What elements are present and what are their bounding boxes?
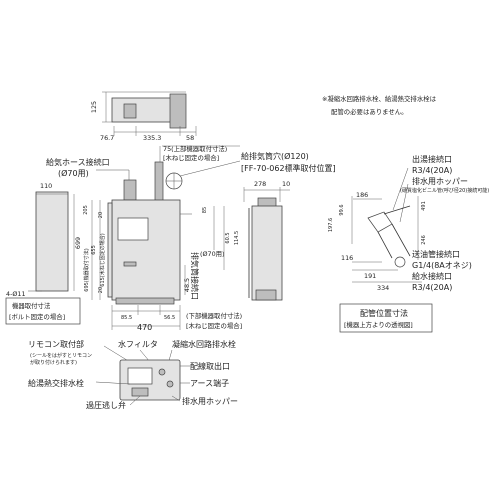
exhaust-flue-pipe (154, 161, 164, 203)
supply-air-hose-size: (Ø70用) (58, 168, 89, 178)
top-view-flue (169, 93, 187, 129)
exhaust-conn-label: 排気筒接続口 (190, 252, 200, 300)
side-view-body (251, 205, 283, 301)
water-in-label: 給水接続口 (412, 271, 452, 281)
front-dim-20-bot: 20 (98, 287, 104, 293)
earth-label: アース端子 (190, 378, 229, 388)
remote-note-1: (シールをはがすとリモコン (30, 352, 92, 359)
side-dim-10: 10 (282, 180, 290, 188)
front-dim-85-5: 85.5 (121, 315, 132, 321)
water-filter-label: 水フィルタ (118, 339, 158, 349)
bottom-view: リモコン取付部 (シールをはがすとリモコン が取り付けられます) 水フィルタ 凝… (28, 339, 238, 410)
condensate-drain-label: 凝縮水回路排水栓 (172, 339, 236, 349)
supply-air-hose-label: 給気ホース接続口 (46, 157, 110, 167)
side-dim-60-5: 60.5 (225, 232, 231, 243)
hopper-note: (硬質塩化ビニル管(呼び径20)接続可能) (400, 187, 489, 194)
pipe-dim-334: 334 (377, 284, 389, 292)
side-view: 278 10 85 60.5 114.5 (202, 180, 290, 301)
side-dim-278: 278 (254, 180, 266, 188)
front-view-bracket (107, 202, 113, 298)
top-view-hose (123, 103, 137, 119)
front-view-fitting (123, 261, 137, 267)
mount-holes-body (35, 191, 69, 292)
note-line-1: ※凝縮水回路排水栓、給湯熱交排水栓は (322, 94, 437, 103)
pipe-dim-491: 491 (421, 201, 427, 211)
front-dim-20-top: 20 (98, 212, 104, 218)
exhaust-hole-note: [FF-70-062標準取付位置] (241, 163, 336, 173)
front-view-bottom-pipes (115, 297, 175, 305)
pipe-dim-191: 191 (364, 272, 376, 280)
top-dim-125: 125 (90, 101, 98, 113)
mount-holes-label: 4-Ø11 (6, 290, 26, 298)
lower-mount-label-1: (下部機器取付寸法) (186, 311, 242, 320)
side-view-bottom (255, 289, 277, 301)
side-dim-114-5: 114.5 (234, 231, 240, 245)
exhaust-conn-size: (Ø70用) (200, 250, 225, 258)
pipe-sketch-joint (394, 256, 406, 268)
front-dim-615: 615(木ねじ固定の場合) (99, 233, 106, 286)
front-dim-655: 655 (91, 245, 97, 255)
piping-caption-2: [機器上方よりの透視図] (344, 320, 413, 329)
front-dim-56-5: 56.5 (164, 315, 175, 321)
hx-drain-label: 給湯熱交排水栓 (28, 378, 84, 388)
pipe-dim-186: 186 (356, 191, 368, 199)
oil-in-label: 送油管接続口 (412, 249, 460, 259)
lower-mount-label-2: [木ねじ固定の場合] (186, 321, 242, 330)
front-dim-110: 110 (40, 182, 52, 190)
hot-out-size: R3/4(20A) (412, 166, 452, 175)
top-dim-58: 58 (186, 134, 194, 142)
piping-caption-1: 配管位置寸法 (360, 308, 408, 318)
relief-valve-label: 過圧逃し弁 (86, 400, 126, 410)
bottom-view-valve (131, 387, 149, 397)
front-view-body (111, 199, 181, 301)
note-line-2: 配管の必要はありません。 (331, 107, 408, 116)
top-dim-335-3: 335.3 (143, 134, 161, 142)
pipe-sketch (367, 211, 393, 233)
hot-out-label: 出湯接続口 (412, 154, 452, 164)
front-dim-48-5: 48.5 (183, 278, 191, 292)
front-dim-699: 699 (74, 237, 82, 249)
water-in-size: R3/4(20A) (412, 283, 452, 292)
bottom-view-panel (127, 367, 153, 385)
remote-note-2: が取り付けられます) (30, 359, 77, 366)
bottom-view-port-1 (158, 368, 166, 376)
upper-mount-label-1: 75(上部機器取付寸法) (163, 144, 227, 153)
front-dim-205: 205 (83, 205, 89, 215)
upper-mount-label-2: [木ねじ固定の場合] (163, 153, 219, 162)
front-dim-470: 470 (137, 323, 152, 332)
top-view: 125 76.7 335.3 58 (90, 91, 197, 142)
front-dim-695: 695(機器取付寸法) (83, 248, 90, 291)
piping-caption-box (339, 303, 433, 333)
pipe-dim-99-6: 99.6 (339, 204, 345, 215)
piping-view: 出湯接続口 R3/4(20A) 排水用ホッパー (硬質塩化ビニル管(呼び径20)… (328, 154, 489, 333)
pipe-dim-197-6: 197.6 (328, 218, 334, 232)
hopper-label: 排水用ホッパー (412, 176, 468, 186)
pipe-dim-246: 246 (421, 235, 427, 245)
exhaust-hole-label: 給排気筒穴(Ø120) (241, 151, 309, 161)
top-dim-76-7: 76.7 (100, 134, 114, 142)
mount-box-label-1: 機器取付寸法 (12, 301, 51, 310)
oil-in-size: G1/4(8Aオネジ) (412, 261, 472, 270)
bottom-view-port-2 (166, 380, 174, 388)
mount-box-label-2: [ボルト固定の場合] (9, 312, 65, 321)
front-view: 75(上部機器取付寸法) [木ねじ固定の場合] 給気ホース接続口 (Ø70用) … (5, 144, 336, 332)
front-view-panel (117, 217, 149, 241)
remote-label: リモコン取付部 (28, 339, 84, 349)
power-cord-label: 配線取出口 (190, 361, 230, 371)
drain-hopper-label: 排水用ホッパー (182, 396, 238, 406)
side-dim-85: 85 (202, 207, 208, 213)
mount-box (5, 297, 81, 325)
supply-air-hose-port (123, 179, 137, 201)
top-view-body (111, 97, 181, 123)
pipe-dim-116: 116 (341, 254, 353, 262)
